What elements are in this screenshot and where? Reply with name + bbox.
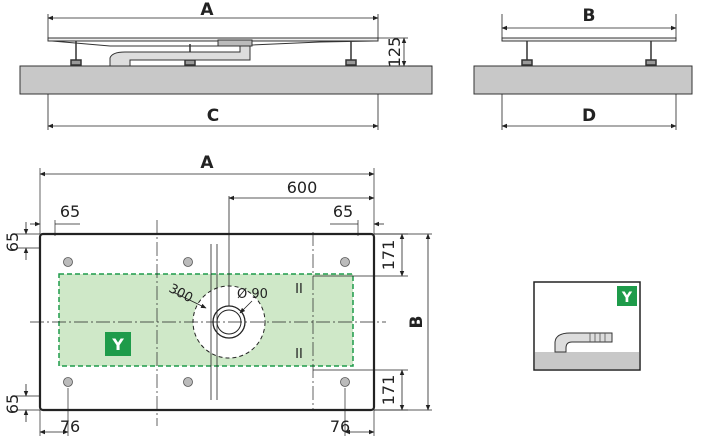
- detail-y-badge: [617, 286, 637, 306]
- dim-label-b-end: B: [583, 6, 596, 26]
- side-elevation: A 125 C: [19, 0, 433, 130]
- marker-upper: II: [295, 282, 303, 297]
- zone-y-badge: [105, 332, 131, 356]
- detail-y-label: Y: [621, 290, 633, 306]
- dim-label-b-plan: B: [407, 316, 427, 329]
- dim-76-right: 76: [330, 417, 350, 436]
- diameter-label: Ø 90: [237, 287, 268, 302]
- dim-65-vertical-bottom: 65: [3, 394, 22, 414]
- detail-pipe: [554, 332, 613, 353]
- dim-label-a-side: A: [200, 0, 214, 20]
- dim-65-vertical-top: 65: [3, 232, 22, 252]
- dim-label-d: D: [582, 106, 596, 126]
- dim-171-bottom: 171: [379, 375, 398, 406]
- tray-underside: [51, 40, 375, 47]
- plan-view: Y II II 300 Ø 90 A 600 65 65 65: [3, 153, 432, 436]
- dim-600: 600: [287, 178, 318, 197]
- foot-markers: [63, 257, 350, 387]
- floor-slab: [19, 65, 433, 95]
- end-elevation: B D: [473, 6, 693, 130]
- floor-slab-end: [473, 65, 693, 95]
- dim-171-top: 171: [379, 240, 398, 271]
- dim-65-right: 65: [333, 202, 353, 221]
- zone-y-label: Y: [111, 335, 124, 354]
- dim-label-c: C: [207, 106, 219, 126]
- dim-76-left: 76: [60, 417, 80, 436]
- tray-profile-end: [501, 37, 677, 42]
- dim-height-125: 125: [385, 37, 404, 68]
- tray-profile: [47, 37, 379, 42]
- dim-65-left: 65: [60, 202, 80, 221]
- marker-lower: II: [295, 347, 303, 362]
- drain-pipe: [109, 43, 251, 67]
- detail-box: Y: [533, 281, 641, 371]
- dim-label-a-plan: A: [200, 153, 214, 173]
- detail-floor: [535, 352, 639, 369]
